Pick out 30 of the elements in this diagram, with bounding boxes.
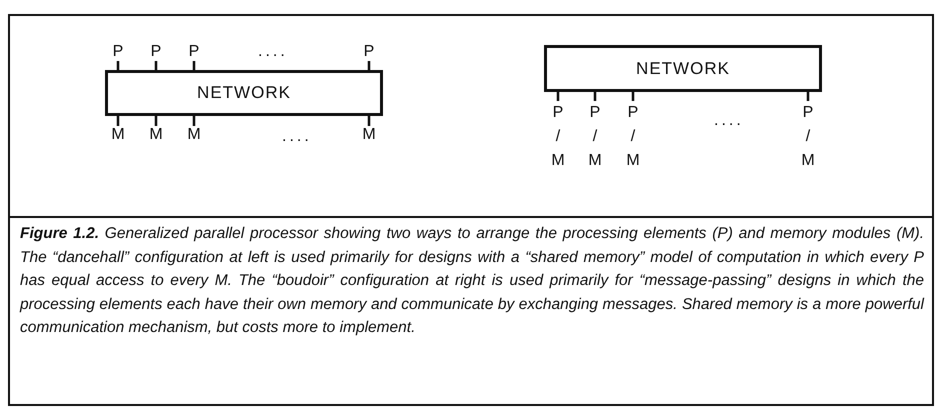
terminal-label: P (148, 43, 164, 61)
terminal-label: M (186, 126, 202, 144)
connector-line (192, 116, 196, 126)
connector-line (368, 61, 370, 70)
connector-line (116, 61, 120, 70)
terminal-label: P (110, 43, 126, 61)
connector-line (192, 61, 196, 70)
connector-line (154, 61, 158, 70)
connector-line (806, 92, 810, 101)
network-box: NETWORK (544, 45, 822, 92)
ellipsis-label: .... (258, 43, 288, 61)
connector-line (556, 92, 560, 101)
terminal-label: P / M (800, 101, 816, 173)
terminal-label: P (186, 43, 202, 61)
ellipsis-label: .... (714, 112, 744, 130)
network-box: NETWORK (105, 70, 383, 116)
connector-line (116, 116, 120, 126)
connector-line (368, 116, 370, 126)
connector-line (632, 92, 634, 101)
terminal-label: M (148, 126, 164, 144)
terminal-label: P / M (587, 101, 603, 173)
terminal-label: P / M (550, 101, 566, 173)
terminal-label: M (361, 126, 377, 144)
figure-caption: Figure 1.2. Generalized parallel processor showing two ways to arrange the processing elements (P) and memory modules (M). The “dancehall” configuration at left is used primarily for designs with a “shared memory” model of computation in which every P has equal access to every M. The “boudoir” configuration at right is used primarily for “message-passing” designs in which the processing elements each have their own memory and communicate by exchanging messages. Shared memory is a more powerful communication mechanism, but costs more to implement. (20, 224, 924, 338)
connector-line (154, 116, 158, 126)
ellipsis-label: .... (282, 128, 312, 146)
terminal-label: P / M (625, 101, 641, 173)
connector-line (594, 92, 596, 101)
terminal-label: M (110, 126, 126, 144)
terminal-label: P (361, 43, 377, 61)
